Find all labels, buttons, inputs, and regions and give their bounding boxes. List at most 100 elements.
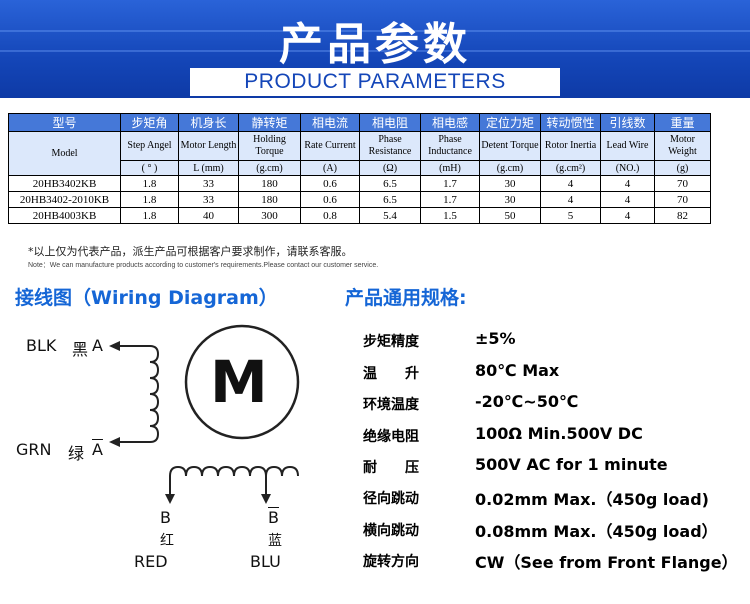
table-cell: 33 [178, 191, 239, 208]
label-blk-zh: 黑 [72, 340, 89, 359]
col-head-zh: 转动惯性 [540, 113, 601, 132]
arrow-a [109, 341, 120, 351]
table-cell: 1.8 [120, 175, 179, 192]
col-unit: (Ω) [359, 160, 421, 176]
table-cell: 70 [654, 191, 711, 208]
arrow-b-bar [261, 494, 271, 504]
table-cell: 5 [540, 207, 601, 224]
spec-value: -20℃~50℃ [475, 392, 579, 411]
table-cell: 180 [238, 191, 301, 208]
spec-key: 横向跳动 [363, 523, 419, 539]
spec-key: 温 升 [363, 366, 419, 382]
col-unit: (g.cm²) [540, 160, 601, 176]
label-a-bar: A [92, 440, 103, 459]
table-cell: 0.8 [300, 207, 360, 224]
col-unit: (NO.) [600, 160, 655, 176]
table-cell: 1.7 [420, 175, 480, 192]
label-grn: GRN [16, 440, 52, 459]
col-head-en: Rate Current [300, 131, 360, 161]
table-cell: 1.5 [420, 207, 480, 224]
col-unit: (mH) [420, 160, 480, 176]
label-blk: BLK [26, 336, 57, 355]
label-a: A [92, 336, 103, 355]
spec-key: 绝缘电阻 [363, 429, 419, 445]
label-b-bar: B [268, 508, 279, 527]
coil-b [169, 465, 299, 498]
col-head-zh: 步矩角 [120, 113, 179, 132]
banner-stripe [0, 50, 750, 52]
label-grn-zh: 绿 [68, 444, 85, 463]
col-head-zh: 型号 [8, 113, 121, 132]
page-subtitle: PRODUCT PARAMETERS [244, 70, 506, 93]
col-head-en: Rotor Inertia [540, 131, 601, 161]
label-red: RED [134, 552, 168, 571]
label-b-bar-zh: 蓝 [268, 533, 282, 549]
spec-key: 径向跳动 [363, 491, 419, 507]
spec-value: 500V AC for 1 minute [475, 455, 668, 474]
subtitle-box: PRODUCT PARAMETERS [190, 68, 560, 96]
table-cell: 82 [654, 207, 711, 224]
table-cell: 6.5 [359, 175, 421, 192]
wiring-title: 接线图（Wiring Diagram） [15, 287, 278, 309]
table-cell: 40 [178, 207, 239, 224]
table-cell: 1.7 [420, 191, 480, 208]
table-cell: 20HB3402-2010KB [8, 191, 121, 208]
table-row: 20HB3402-2010KB 1.8 33 180 0.6 6.5 1.7 3… [8, 191, 711, 208]
spec-value: 0.02mm Max.（450g load) [475, 490, 709, 509]
table-cell: 6.5 [359, 191, 421, 208]
col-head-zh: 相电阻 [359, 113, 421, 132]
col-head-en: Phase Resistance [359, 131, 421, 161]
spec-value: 0.08mm Max.（450g load） [475, 522, 718, 541]
col-unit: (g) [654, 160, 711, 176]
spec-value: 100Ω Min.500V DC [475, 424, 643, 443]
spec-key: 耐 压 [363, 460, 419, 476]
table-cell: 5.4 [359, 207, 421, 224]
col-head-en: Detent Torque [479, 131, 541, 161]
coil-a [115, 345, 160, 443]
table-cell: 4 [540, 175, 601, 192]
table-cell: 300 [238, 207, 301, 224]
col-head-en: Holding Torque [238, 131, 301, 161]
table-cell: 50 [479, 207, 541, 224]
table-cell: 4 [600, 175, 655, 192]
table-cell: 4 [600, 191, 655, 208]
table-cell: 30 [479, 191, 541, 208]
table-cell: 30 [479, 175, 541, 192]
table-cell: 33 [178, 175, 239, 192]
spec-key: 环境温度 [363, 397, 419, 413]
header-banner: 产品参数 PRODUCT PARAMETERS [0, 0, 750, 98]
table-cell: 4 [540, 191, 601, 208]
spec-key: 步矩精度 [363, 334, 419, 350]
label-b: B [160, 508, 171, 527]
table-cell: 180 [238, 175, 301, 192]
header-row-en: Model Step Angel Motor Length Holding To… [8, 131, 711, 176]
spec-value: 80℃ Max [475, 361, 560, 380]
note-en: Note：We can manufacture products accordi… [28, 262, 379, 269]
col-head-zh: 相电感 [420, 113, 480, 132]
header-row-units: ( ° ) L (mm) (g.cm) (A) (Ω) (mH) (g.cm) … [9, 160, 711, 176]
col-head-zh: 定位力矩 [479, 113, 541, 132]
note-zh: *以上仅为代表产品，派生产品可根据客户要求制作，请联系客服。 [28, 245, 353, 258]
table-cell: 1.8 [120, 191, 179, 208]
table-row: 20HB4003KB 1.8 40 300 0.8 5.4 1.5 50 5 4… [8, 207, 711, 224]
table-cell: 20HB3402KB [8, 175, 121, 192]
banner-stripe [0, 30, 750, 32]
wiring-drawing [109, 324, 300, 504]
col-unit: L (mm) [178, 160, 239, 176]
col-unit: (g.cm) [479, 160, 541, 176]
motor-circle [184, 324, 300, 440]
col-unit: ( ° ) [120, 160, 179, 176]
col-head-en: Step Angel [120, 131, 179, 161]
col-unit: (A) [300, 160, 360, 176]
table-cell: 20HB4003KB [8, 207, 121, 224]
table-cell: 1.8 [120, 207, 179, 224]
arrow-b [165, 494, 175, 504]
col-head-en: Model [8, 131, 121, 176]
spec-key: 旋转方向 [363, 554, 419, 570]
col-head-zh: 相电流 [300, 113, 360, 132]
spec-value: CW（See from Front Flange） [475, 553, 738, 572]
table-row: 20HB3402KB 1.8 33 180 0.6 6.5 1.7 30 4 4… [8, 175, 711, 192]
motor-letter: M [210, 348, 268, 416]
col-head-en: Motor Length [178, 131, 239, 161]
col-head-en: Phase Inductance [420, 131, 480, 161]
